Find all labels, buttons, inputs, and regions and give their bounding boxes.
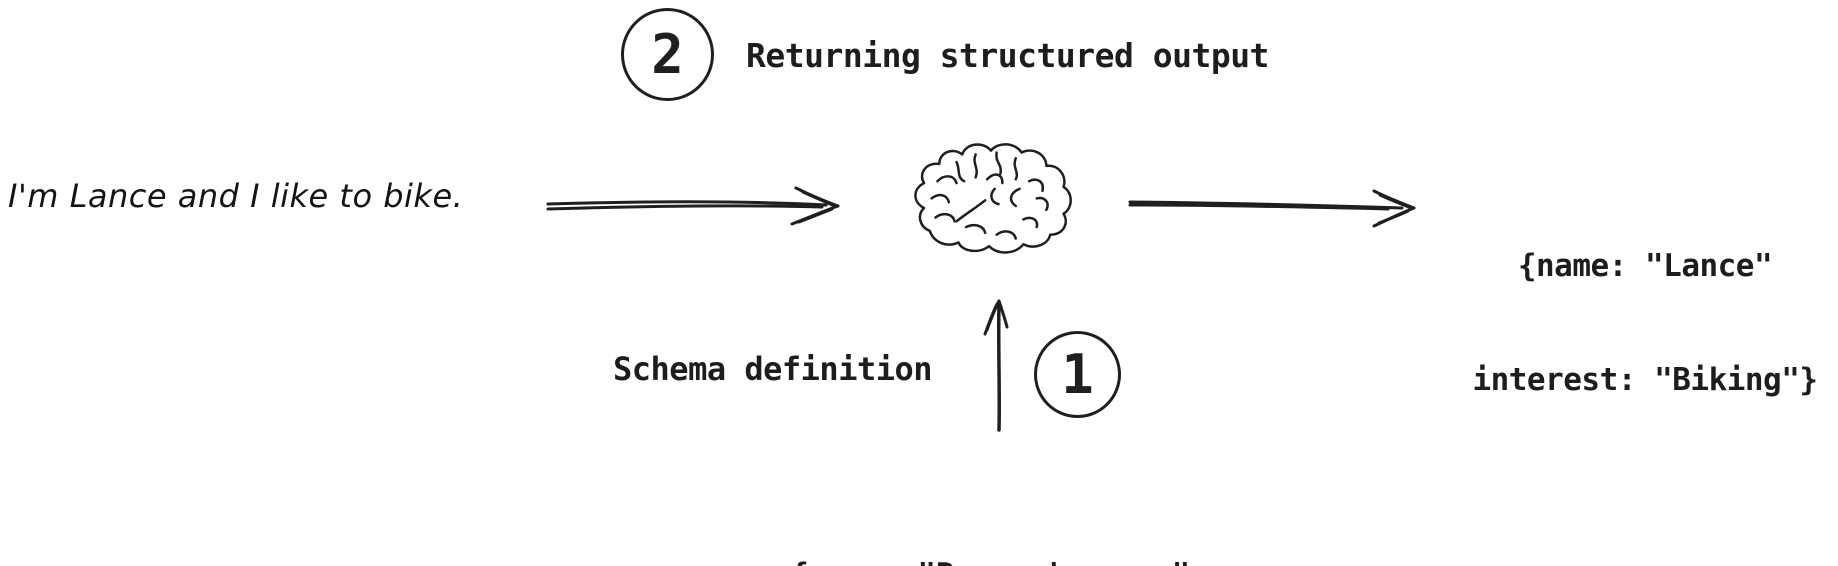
schema-arrow-icon xyxy=(983,299,1009,432)
diagram-title: Returning structured output xyxy=(746,36,1269,75)
user-input-text: I'm Lance and I like to bike. xyxy=(8,177,464,215)
step-2-number: 2 xyxy=(651,22,684,86)
schema-definition-text: {name: "Person's name" interest: "Person… xyxy=(690,478,1290,566)
step-1-badge: 1 xyxy=(1034,331,1121,418)
step-2-badge: 2 xyxy=(621,8,714,101)
schema-line-1: {name: "Person's name" xyxy=(690,556,1290,566)
structured-output-text: {name: "Lance" interest: "Biking"} xyxy=(1440,171,1838,475)
input-arrow-icon xyxy=(546,186,840,226)
step-1-number: 1 xyxy=(1061,342,1094,406)
output-arrow-icon xyxy=(1128,189,1416,228)
brain-icon xyxy=(914,143,1072,254)
schema-definition-label: Schema definition xyxy=(613,350,933,388)
output-line-1: {name: "Lance" xyxy=(1517,248,1773,284)
output-line-2: interest: "Biking"} xyxy=(1472,362,1818,398)
